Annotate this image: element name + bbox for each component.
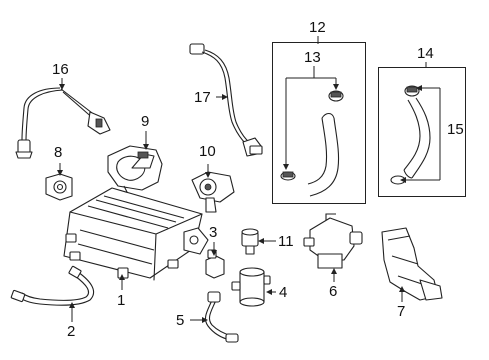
callout-6: 6 — [329, 283, 338, 300]
callout-9: 9 — [141, 113, 150, 130]
callout-10: 10 — [199, 143, 216, 160]
callout-1: 1 — [117, 292, 126, 309]
part-16-oxygen-sensor-harness — [15, 87, 111, 159]
callout-2: 2 — [67, 323, 76, 340]
part-6-leak-detection-pump — [303, 213, 363, 269]
part-15-hose-with-clamps — [390, 85, 431, 185]
part-7-air-duct — [381, 227, 443, 301]
part-13-hose-with-clamps — [280, 90, 344, 197]
part-9-purge-solenoid — [107, 145, 163, 197]
part-10-valve — [191, 171, 235, 213]
callout-4: 4 — [279, 284, 288, 301]
callout-3: 3 — [209, 224, 218, 241]
part-2-vent-hose — [10, 265, 95, 306]
callout-5: 5 — [176, 312, 185, 329]
part-8-bracket — [45, 173, 73, 201]
leader-lines — [57, 36, 441, 323]
part-3-check-valve — [205, 249, 225, 279]
callout-13: 13 — [304, 49, 321, 66]
callout-17: 17 — [194, 89, 211, 106]
part-5-hose — [204, 291, 239, 343]
part-11-fitting — [241, 228, 259, 255]
callout-14: 14 — [417, 45, 434, 62]
callout-12: 12 — [309, 19, 326, 36]
part-1-evap-canister — [63, 187, 209, 281]
callout-16: 16 — [52, 61, 69, 78]
part-4-filter — [231, 267, 271, 307]
callout-8: 8 — [54, 144, 63, 161]
part-17-oxygen-sensor-harness — [189, 43, 263, 157]
group-box-14 — [378, 67, 466, 197]
callout-15: 15 — [447, 121, 464, 138]
group-box-12 — [272, 42, 366, 204]
callout-11: 11 — [278, 233, 294, 250]
callout-7: 7 — [397, 303, 406, 320]
